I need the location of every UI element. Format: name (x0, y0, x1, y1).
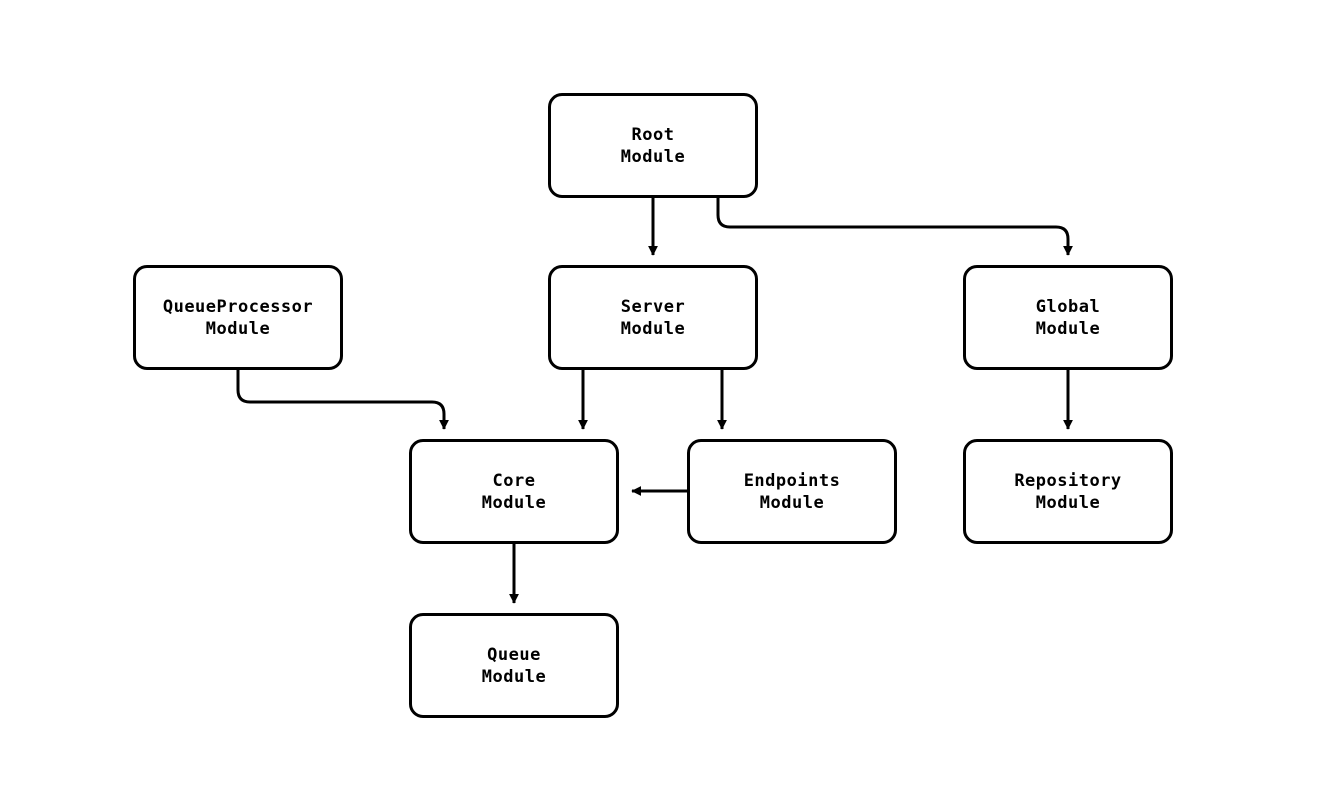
node-label-line2: Module (481, 492, 547, 513)
node-label-line1: Core (492, 470, 536, 491)
node-label-line2: Module (1035, 318, 1101, 339)
node-label-line1: Repository (1014, 470, 1122, 491)
node-server-module[interactable]: Server Module (548, 265, 758, 370)
node-global-module[interactable]: Global Module (963, 265, 1173, 370)
node-label-line1: Global (1035, 296, 1101, 317)
node-label-line2: Module (620, 146, 686, 167)
node-label-line2: Module (205, 318, 271, 339)
node-label-line2: Module (620, 318, 686, 339)
node-label-line1: Queue (487, 644, 541, 665)
node-label-line2: Module (759, 492, 825, 513)
node-label-line2: Module (1035, 492, 1101, 513)
node-label-line1: Server (620, 296, 686, 317)
edge-queueprocessor-to-core (236, 370, 449, 430)
node-root-module[interactable]: Root Module (548, 93, 758, 198)
node-label-line2: Module (481, 666, 547, 687)
node-repository-module[interactable]: Repository Module (963, 439, 1173, 544)
node-label-line1: Endpoints (743, 470, 841, 491)
node-label-line1: QueueProcessor (162, 296, 314, 317)
node-queue-module[interactable]: Queue Module (409, 613, 619, 718)
node-queueprocessor-module[interactable]: QueueProcessor Module (133, 265, 343, 370)
node-label-line1: Root (631, 124, 675, 145)
edge-root-to-global (716, 198, 1073, 256)
node-core-module[interactable]: Core Module (409, 439, 619, 544)
node-endpoints-module[interactable]: Endpoints Module (687, 439, 897, 544)
